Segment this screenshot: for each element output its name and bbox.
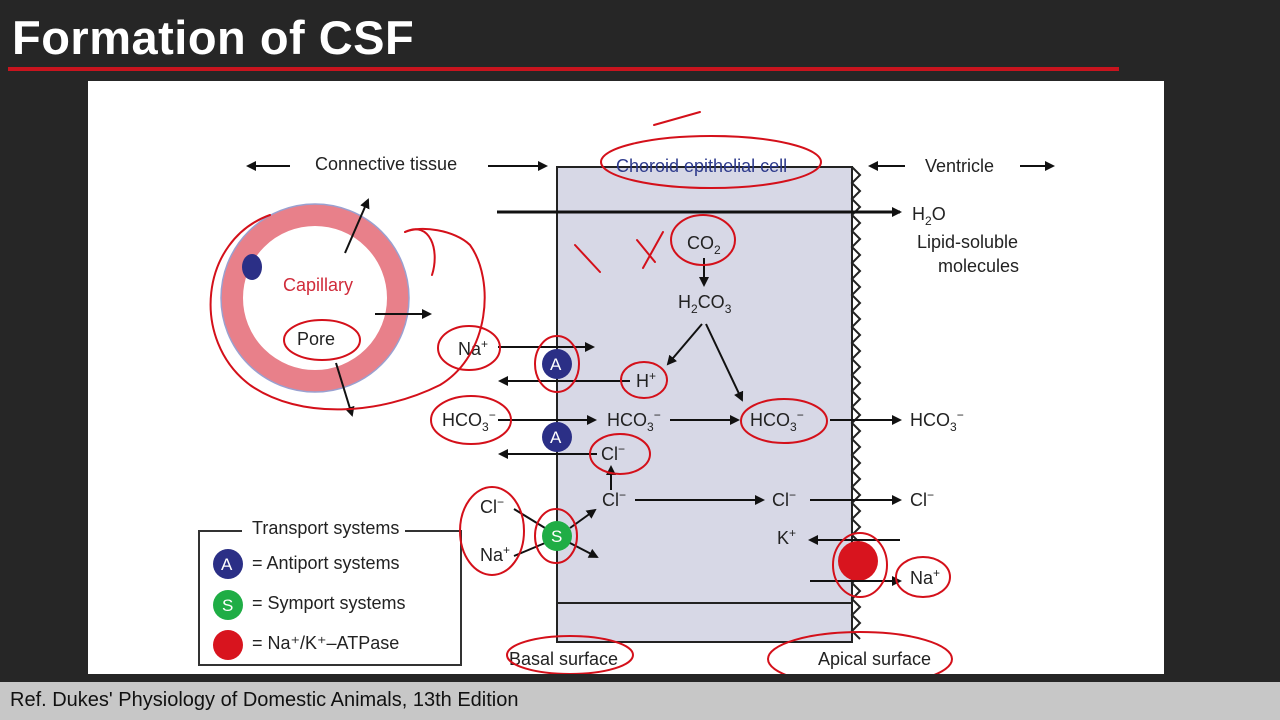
- reference-text: Ref. Dukes' Physiology of Domestic Anima…: [10, 689, 519, 711]
- cl-ventricle-label: Cl−: [910, 488, 934, 510]
- co2-label: CO2: [687, 233, 721, 257]
- capillary-out-arrow: [344, 198, 370, 254]
- annotation-pore: [283, 319, 361, 361]
- h2co3-to-h-arrow: [666, 323, 703, 366]
- connective-tissue-label: Connective tissue: [315, 154, 457, 174]
- annotation-h: [620, 361, 668, 399]
- hco3-cell-label: HCO3−: [607, 408, 661, 434]
- annotation-apical-surface: [767, 631, 953, 674]
- capillary-wall: [221, 204, 409, 392]
- annotation-hco3-blood: [430, 395, 512, 445]
- basal-surface-label: Basal surface: [509, 649, 618, 669]
- cl-exchange-label: Cl−: [601, 442, 625, 464]
- legend-atpase-label: = Na⁺/K⁺–ATPase: [252, 633, 399, 653]
- red-annotations: [209, 111, 953, 674]
- h2co3-label: H2CO3: [678, 292, 732, 316]
- cl-cell-label: Cl−: [602, 488, 626, 510]
- annotation-x: [636, 231, 664, 269]
- molecules-label: molecules: [938, 256, 1019, 276]
- red-blood-cell: [242, 254, 262, 280]
- cl-to-symport-line: [513, 508, 546, 529]
- legend-symport-letter: S: [222, 596, 233, 615]
- slide-title: Formation of CSF: [12, 11, 415, 64]
- na-k-atpase: [838, 541, 878, 581]
- hco3-ventricle-label: HCO3−: [910, 408, 964, 434]
- legend-antiport-label: = Antiport systems: [252, 553, 400, 573]
- antiport-1-label: A: [550, 355, 562, 374]
- ventricle-label: Ventricle: [925, 156, 994, 176]
- annotation-tick-1: [574, 244, 601, 273]
- annotation-atpase: [832, 532, 888, 598]
- na-blood-label: Na+: [480, 543, 510, 565]
- legend-symport-label: = Symport systems: [252, 593, 406, 613]
- annotation-choroid-tick: [653, 111, 701, 126]
- reference-footer: Ref. Dukes' Physiology of Domestic Anima…: [0, 682, 1280, 720]
- cl-apical-label: Cl−: [772, 488, 796, 510]
- capillary-wall-edge: [220, 203, 410, 393]
- annotation-basal-surface: [506, 635, 634, 674]
- annotation-antiport-1: [534, 335, 580, 393]
- h-label: H+: [636, 369, 656, 391]
- pore-label: Pore: [297, 329, 335, 349]
- symport-label: S: [551, 527, 562, 546]
- capillary-label: Capillary: [283, 275, 353, 295]
- hco3-apical-label: HCO3−: [750, 408, 804, 434]
- annotation-hco3-apical: [740, 398, 828, 444]
- apical-surface-label: Apical surface: [818, 649, 931, 669]
- annotation-co2: [670, 214, 736, 266]
- h2co3-to-hco3-arrow: [705, 323, 744, 402]
- antiport-2-label: A: [550, 428, 562, 447]
- annotation-na: [437, 325, 501, 371]
- legend-title: Transport systems: [252, 518, 399, 538]
- annotation-cl-na-blood: [459, 486, 525, 576]
- k-label: K+: [777, 526, 796, 548]
- legend-symport-swatch: [213, 590, 243, 620]
- title-underline: [8, 67, 1119, 71]
- pore-arrow: [335, 362, 355, 417]
- legend-atpase-swatch: [213, 630, 243, 660]
- antiport-2: [542, 422, 572, 452]
- annotation-capillary-hook: [404, 228, 436, 276]
- lipid-soluble-label: Lipid-soluble: [917, 232, 1018, 252]
- choroid-cell-body: [556, 166, 853, 643]
- diagram-panel: Connective tissue Choroid epithelial cel…: [88, 81, 1164, 674]
- antiport-1: [542, 349, 572, 379]
- legend-antiport-swatch: [213, 549, 243, 579]
- na-ventricle-label: Na+: [910, 566, 940, 588]
- cl-blood-label: Cl−: [480, 495, 504, 517]
- choroid-cell-label: Choroid epithelial cell: [616, 156, 787, 176]
- annotation-cl: [589, 433, 651, 475]
- legend-frame: [198, 530, 462, 666]
- annotation-capillary-loop: [209, 214, 486, 411]
- annotation-na-ventricle: [895, 556, 951, 598]
- symport-na-arrow: [569, 542, 599, 558]
- hco3-blood-label: HCO3−: [442, 408, 496, 434]
- legend-antiport-letter: A: [221, 555, 233, 574]
- symport-cl-arrow: [569, 508, 597, 529]
- h2o-label: H2O: [912, 204, 946, 228]
- annotation-choroid-cell: [600, 135, 822, 189]
- annotation-symport: [534, 508, 578, 564]
- symport: [542, 521, 572, 551]
- csf-formation-diagram: Connective tissue Choroid epithelial cel…: [198, 111, 1055, 674]
